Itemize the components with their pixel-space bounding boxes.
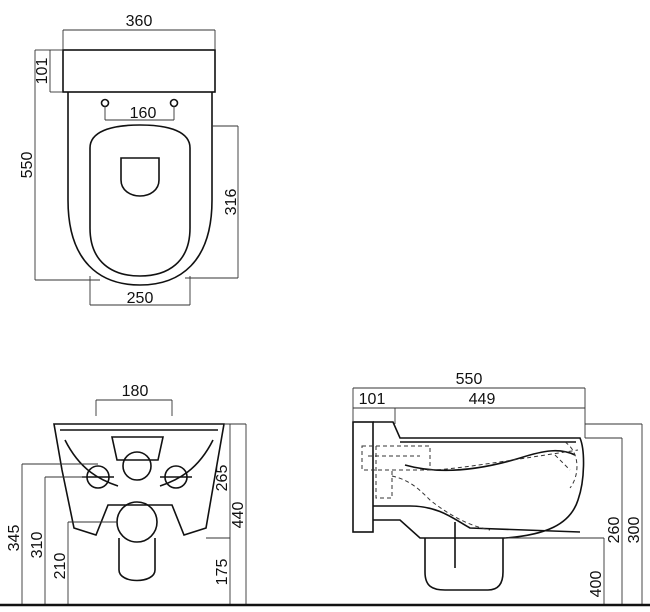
side-view-body [373, 421, 585, 539]
side-view-wall-plate [352, 421, 374, 533]
dim-300: 300 [626, 517, 643, 544]
dim-550-side: 550 [456, 371, 483, 388]
front-view: 180 345 310 210 265 440 175 [6, 383, 247, 604]
dim-160: 160 [130, 105, 157, 122]
front-view-outlet-pipe [118, 538, 156, 582]
side-view-bowl-curve [404, 449, 576, 472]
front-view-outlet [116, 501, 158, 543]
front-view-inlet [111, 436, 164, 461]
dim-210: 210 [52, 553, 69, 580]
dim-316: 316 [223, 189, 240, 216]
dim-550-top: 550 [19, 152, 36, 179]
dim-345: 345 [6, 525, 23, 552]
top-view-bolt-hole-left [100, 98, 110, 108]
top-view-seat-opening [89, 124, 191, 277]
dim-400: 400 [588, 571, 605, 598]
dim-265: 265 [214, 465, 231, 492]
top-view-bolt-hole-right [169, 98, 179, 108]
side-view-hidden-front [554, 441, 578, 489]
dim-101-top: 101 [34, 58, 51, 85]
dim-260: 260 [606, 517, 623, 544]
top-view-rear-block [62, 49, 216, 93]
dim-310: 310 [29, 532, 46, 559]
top-view: 360 101 550 160 316 250 [19, 13, 240, 307]
dim-101-side: 101 [359, 391, 386, 408]
side-view-hidden-channel [391, 449, 579, 531]
side-view-trap [424, 538, 504, 591]
dim-250: 250 [127, 290, 154, 307]
top-view-bowl-outline [67, 92, 213, 286]
dim-180: 180 [122, 383, 149, 400]
front-view-inner-curve [64, 439, 214, 487]
side-view-bottom [373, 505, 581, 533]
dim-440: 440 [230, 502, 247, 529]
front-view-body [53, 423, 225, 536]
dim-175: 175 [214, 559, 231, 586]
dim-449: 449 [469, 391, 496, 408]
top-view-drain [120, 157, 160, 197]
front-view-inlet-circle [122, 451, 152, 481]
side-view: 550 101 449 260 300 400 [352, 371, 643, 604]
dim-360: 360 [126, 13, 153, 30]
